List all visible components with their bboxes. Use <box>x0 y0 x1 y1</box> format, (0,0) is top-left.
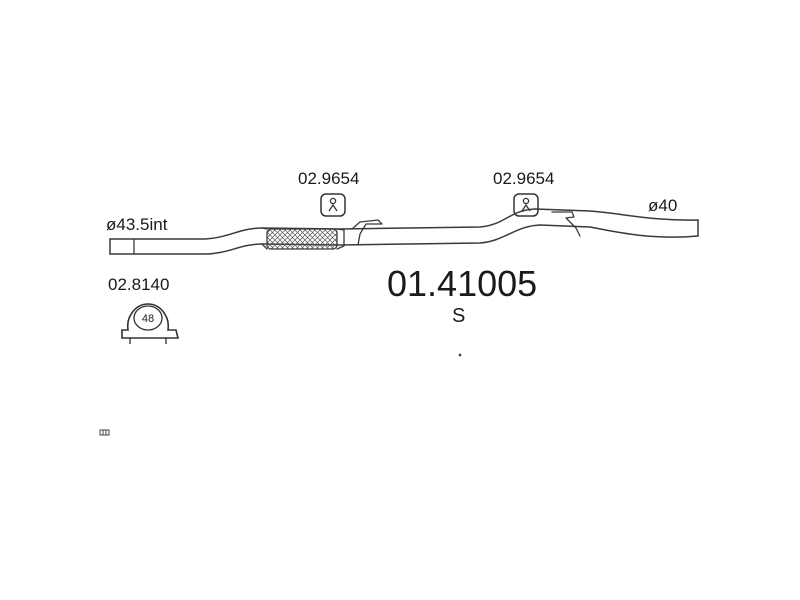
exhaust-clamp-icon: 48 <box>121 303 180 344</box>
inlet-diameter-label: ø43.5int <box>106 215 168 234</box>
assembly-variant: S <box>452 305 465 327</box>
pipe-upper-edge <box>109 208 699 240</box>
clamp-size-label: 48 <box>142 313 154 325</box>
flex-joint-front-collar <box>261 227 268 250</box>
hanger-rear-part-number: 02.9654 <box>493 169 554 188</box>
hanger-front-part-number: 02.9654 <box>298 169 359 188</box>
assembly-part-number: 01.41005 <box>387 263 537 304</box>
outlet-diameter-label: ø40 <box>648 196 677 215</box>
clamp-part-number: 02.8140 <box>108 275 169 294</box>
stray-dot-mark <box>458 353 462 357</box>
rubber-hanger-icon <box>513 193 539 217</box>
rubber-hanger-icon <box>320 193 346 217</box>
exhaust-pipe <box>109 208 699 255</box>
flex-joint-rear-collar <box>336 228 345 250</box>
flex-joint <box>266 228 338 250</box>
pipe-lower-edge <box>109 224 699 255</box>
pipe-hanger-bracket-rear <box>551 211 581 237</box>
pipe-hanger-bracket-front <box>351 219 383 246</box>
scale-mark-icon <box>99 429 110 436</box>
